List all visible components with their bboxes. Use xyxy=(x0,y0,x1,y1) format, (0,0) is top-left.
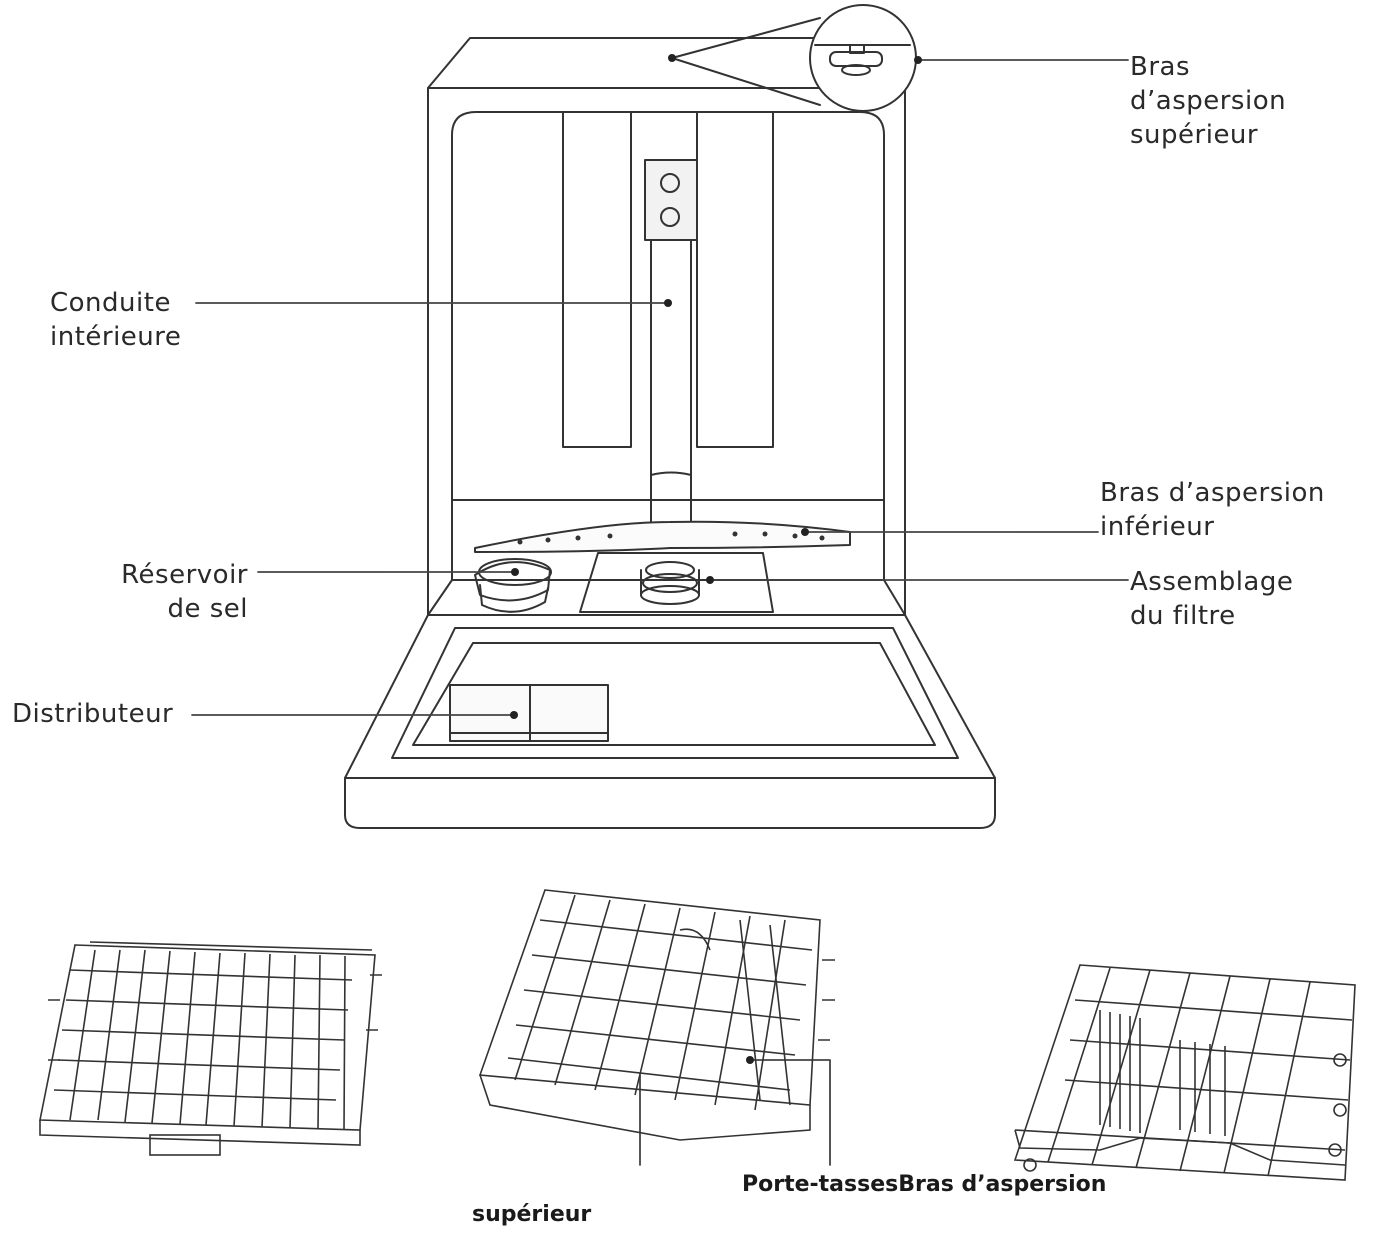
dishwasher-door xyxy=(344,614,996,829)
filter-assembly xyxy=(579,552,774,613)
salt-reservoir xyxy=(474,558,552,613)
label-dispenser: Distributeur xyxy=(12,699,174,729)
upper-rack xyxy=(478,889,835,1141)
leader-lines xyxy=(191,59,1129,1166)
caption-superieur: supérieur xyxy=(472,1202,592,1227)
label-filter-assembly: Assemblage du filtre xyxy=(1130,567,1294,631)
label-lower-spray-arm: Bras d’aspersion inférieur xyxy=(1100,478,1325,542)
dishwasher-tub xyxy=(427,37,906,616)
caption-cup-rack-spray-arm: Porte-tassesBras d’aspersion xyxy=(742,1172,1107,1197)
inner-conduit xyxy=(644,159,698,546)
lower-rack xyxy=(1013,964,1356,1181)
lower-spray-arm xyxy=(474,520,851,553)
label-upper-spray-arm: Bras d’aspersion supérieur xyxy=(1130,52,1287,150)
label-inner-conduit: Conduite intérieure xyxy=(50,288,182,352)
label-salt-reservoir: Réservoir de sel xyxy=(121,560,248,624)
upper-spray-arm-detail xyxy=(671,4,917,112)
cutlery-tray xyxy=(39,941,382,1156)
